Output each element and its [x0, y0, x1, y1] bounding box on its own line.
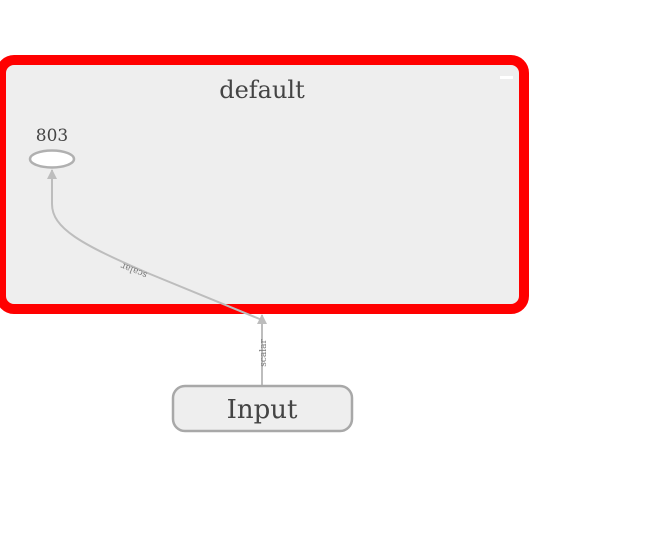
- edge-line: [47, 169, 263, 321]
- node-label: Input: [227, 395, 298, 425]
- node-label: 803: [36, 126, 68, 146]
- input-node-box[interactable]: [171, 384, 354, 433]
- op-node-ellipse[interactable]: [28, 149, 76, 169]
- node-input[interactable]: Input: [171, 384, 354, 433]
- group-default[interactable]: default: [0, 55, 529, 314]
- group-title: default: [219, 76, 305, 104]
- minus-icon[interactable]: [500, 76, 513, 79]
- group-box[interactable]: [0, 55, 529, 314]
- node-803[interactable]: 803: [28, 126, 76, 169]
- edge-input-to-group: scalar: [257, 314, 269, 385]
- edge-label: scalar: [259, 339, 269, 367]
